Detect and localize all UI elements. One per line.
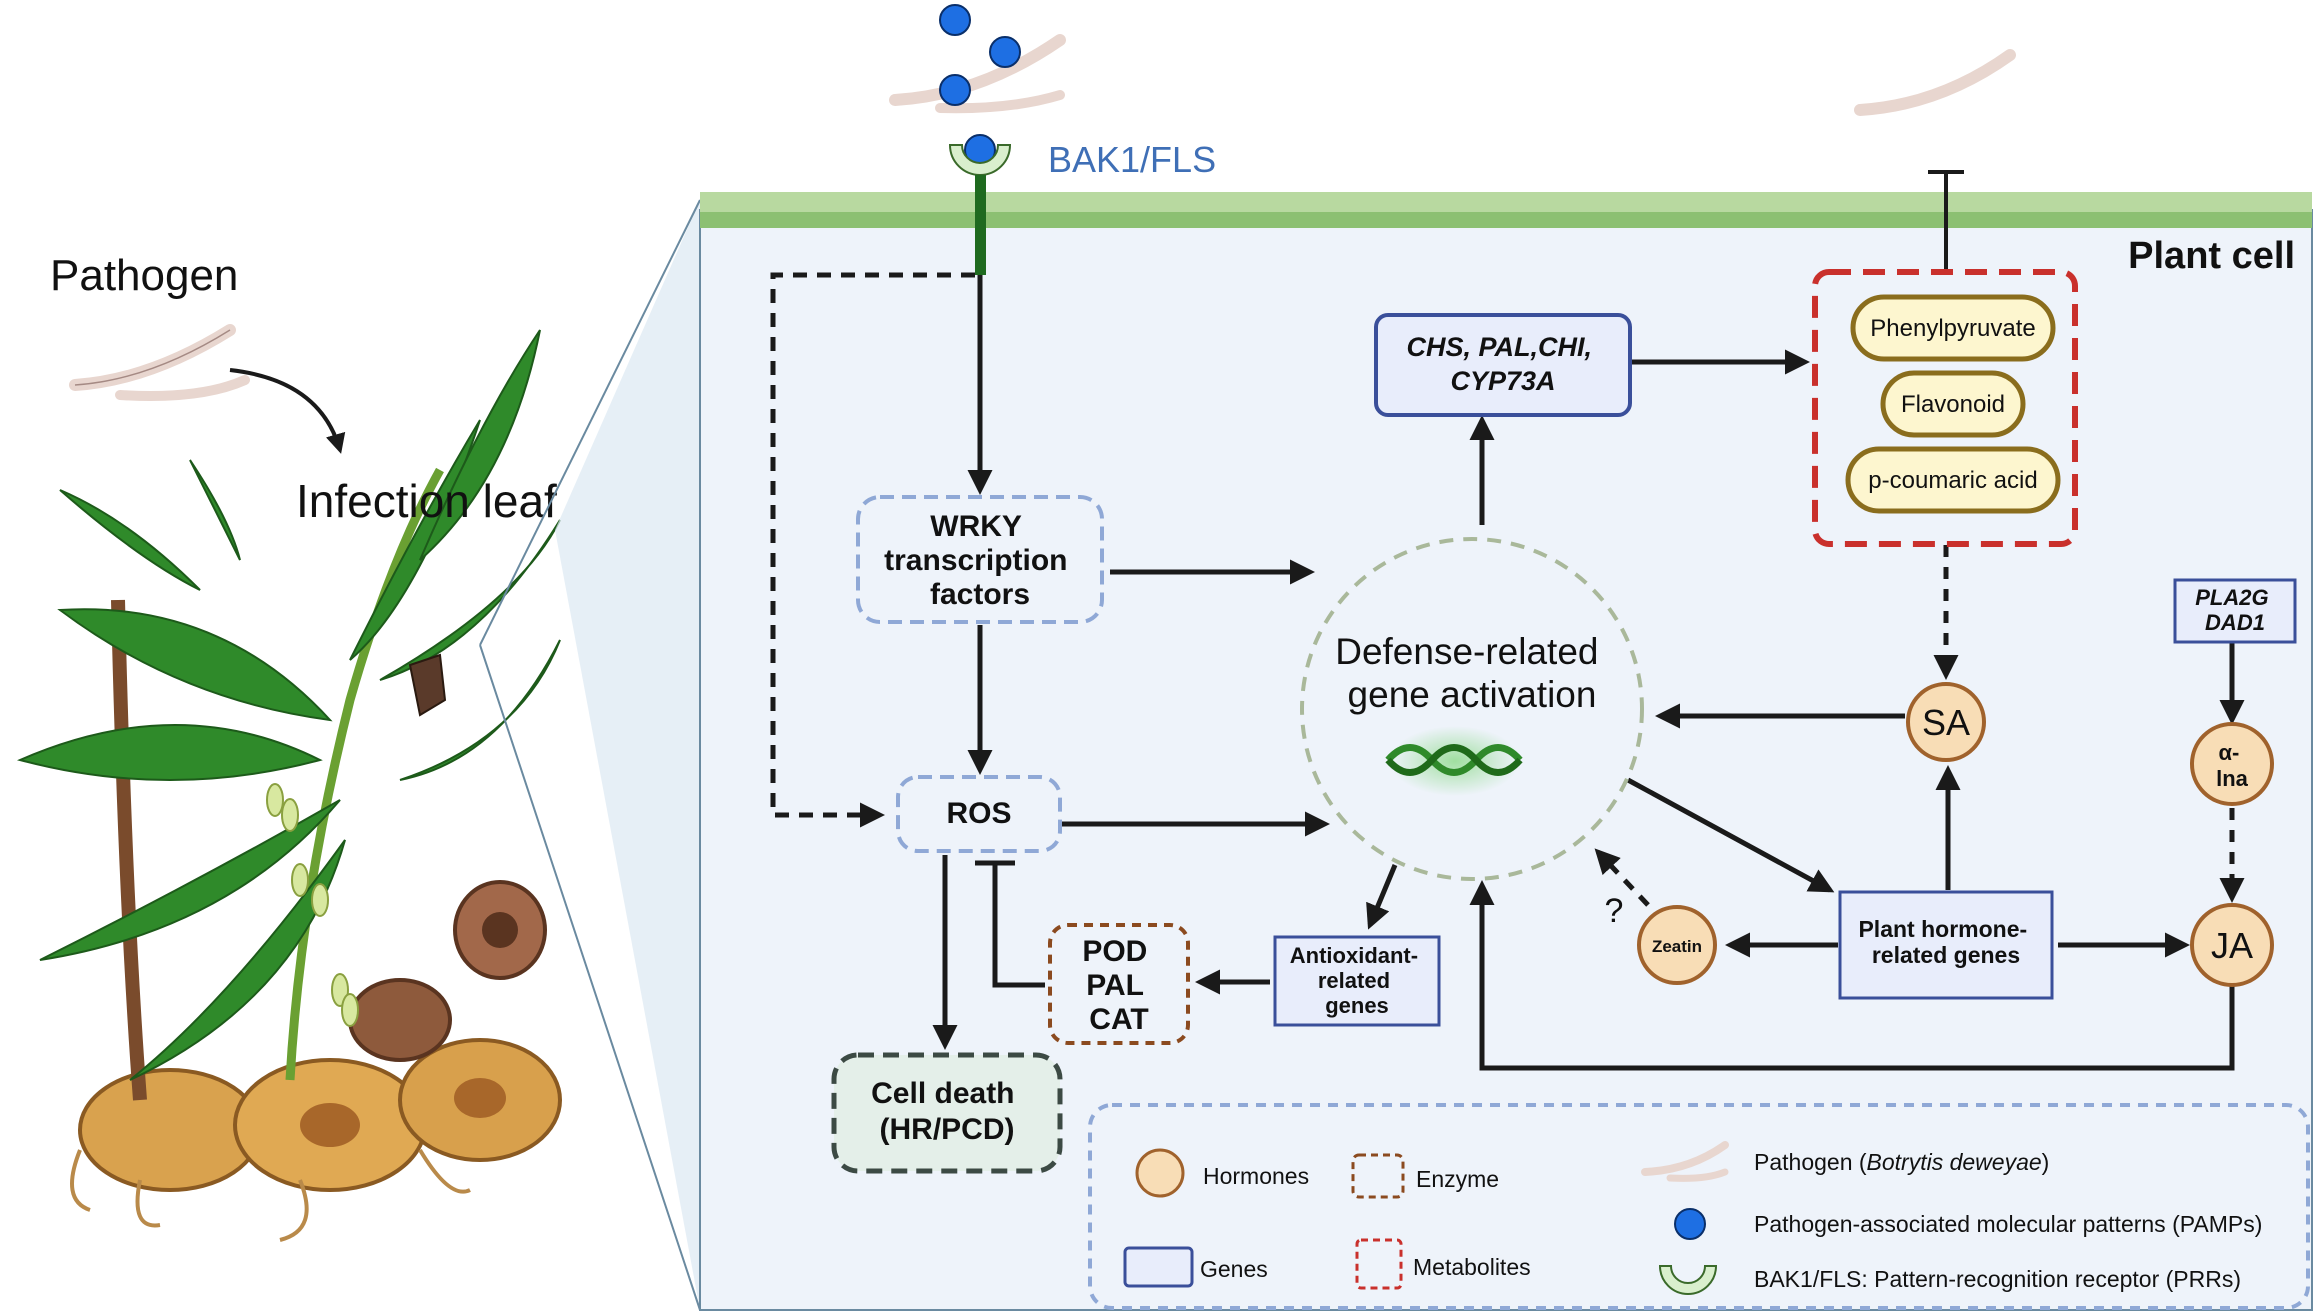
rhizome	[70, 880, 562, 1242]
pathogen-label: Pathogen	[50, 251, 238, 300]
legend-hormones: Hormones	[1203, 1163, 1309, 1189]
hormone-genes-node	[1838, 890, 2054, 1000]
p-coumaric-acid-label: p-coumaric acid	[1868, 467, 2037, 494]
legend	[1088, 1103, 2310, 1310]
alpha-lna-node	[2190, 722, 2274, 806]
infection-arrow	[229, 368, 346, 454]
legend-metabolites-icon	[1355, 1238, 1403, 1290]
wrky-node	[856, 495, 1104, 624]
cell-death-label: Cell death (HR/PCD)	[871, 1077, 1023, 1146]
infection-leaf-label: Infection leaf	[296, 475, 557, 527]
zoom-line-bottom	[479, 644, 701, 1311]
chs-genes-node	[1374, 313, 1632, 417]
flavonoid-label: Flavonoid	[1901, 391, 2005, 418]
arrows	[770, 272, 2245, 1071]
legend-genes-icon	[1123, 1246, 1194, 1288]
legend-metabolites: Metabolites	[1413, 1254, 1531, 1280]
antioxidant-genes-node	[1273, 935, 1441, 1027]
enzymes-node	[1048, 923, 1190, 1045]
legend-pathogen-icon	[1641, 1141, 1729, 1176]
alpha-lna-label: α- lna	[2216, 740, 2249, 791]
pla2g-dad1-label: PLA2G DAD1	[2195, 585, 2274, 635]
antioxidant-label: Antioxidant- related genes	[1290, 943, 1424, 1018]
pathogen-hyphae-left	[69, 324, 250, 401]
legend-receptor-icon	[1658, 1265, 1718, 1295]
wrky-label: WRKY transcription factors	[884, 510, 1076, 611]
ros-label: ROS	[946, 797, 1011, 830]
pathogen-hyphae-top	[889, 34, 1066, 114]
ja-hormone-node	[2190, 903, 2274, 987]
legend-genes: Genes	[1200, 1256, 1268, 1282]
zoom-callout	[555, 200, 700, 1310]
zeatin-hormone-node	[1637, 905, 1717, 985]
pathogen-hyphae-top-right	[1854, 49, 2016, 116]
sa-label: SA	[1922, 702, 1970, 743]
ros-node	[896, 775, 1062, 853]
defense-label: Defense-related gene activation	[1335, 631, 1609, 715]
defense-gene-activation-node	[1300, 537, 1644, 881]
enzymes-label: POD PAL CAT	[1082, 935, 1155, 1036]
pamp-icon	[989, 36, 1021, 68]
pla2g-dad1-node	[2173, 578, 2297, 644]
question-mark: ?	[1605, 892, 1624, 930]
chs-label: CHS, PAL,CHI, CYP73A	[1406, 332, 1599, 396]
plant-cell-label: Plant cell	[2128, 235, 2295, 277]
cell-membrane-bottom	[700, 212, 2312, 228]
pamp-icon	[939, 4, 971, 36]
legend-prr: BAK1/FLS: Pattern-recognition receptor (…	[1754, 1266, 2241, 1292]
flavonoid-node	[1880, 370, 2026, 438]
sa-hormone-node	[1906, 682, 1986, 762]
legend-pathogen: Pathogen (Botrytis deweyae)	[1754, 1149, 2049, 1175]
legend-hormone-icon	[1135, 1148, 1185, 1198]
phenylpyruvate-label: Phenylpyruvate	[1870, 315, 2035, 342]
zeatin-label: Zeatin	[1652, 937, 1702, 956]
phenylpyruvate-node	[1850, 294, 2056, 362]
legend-enzyme: Enzyme	[1416, 1166, 1499, 1192]
p-coumaric-acid-node	[1845, 446, 2061, 514]
legend-enzyme-icon	[1351, 1153, 1405, 1199]
zoom-line-top	[479, 199, 701, 646]
metabolites-frame	[1812, 269, 2078, 547]
cell-death-node	[831, 1052, 1063, 1174]
pamp-icon	[939, 74, 971, 106]
hormone-genes-label: Plant hormone- related genes	[1858, 916, 2033, 968]
legend-pamps: Pathogen-associated molecular patterns (…	[1754, 1211, 2262, 1237]
legend-pamp-icon	[1674, 1208, 1706, 1240]
cell-membrane-top	[700, 192, 2312, 212]
ja-label: JA	[2211, 925, 2253, 966]
receptor-stem	[975, 175, 986, 275]
dna-icon	[1385, 726, 1523, 796]
receptor-label: BAK1/FLS	[1048, 139, 1216, 180]
plant-illustration	[16, 329, 562, 1242]
receptor-icon	[948, 144, 1012, 176]
